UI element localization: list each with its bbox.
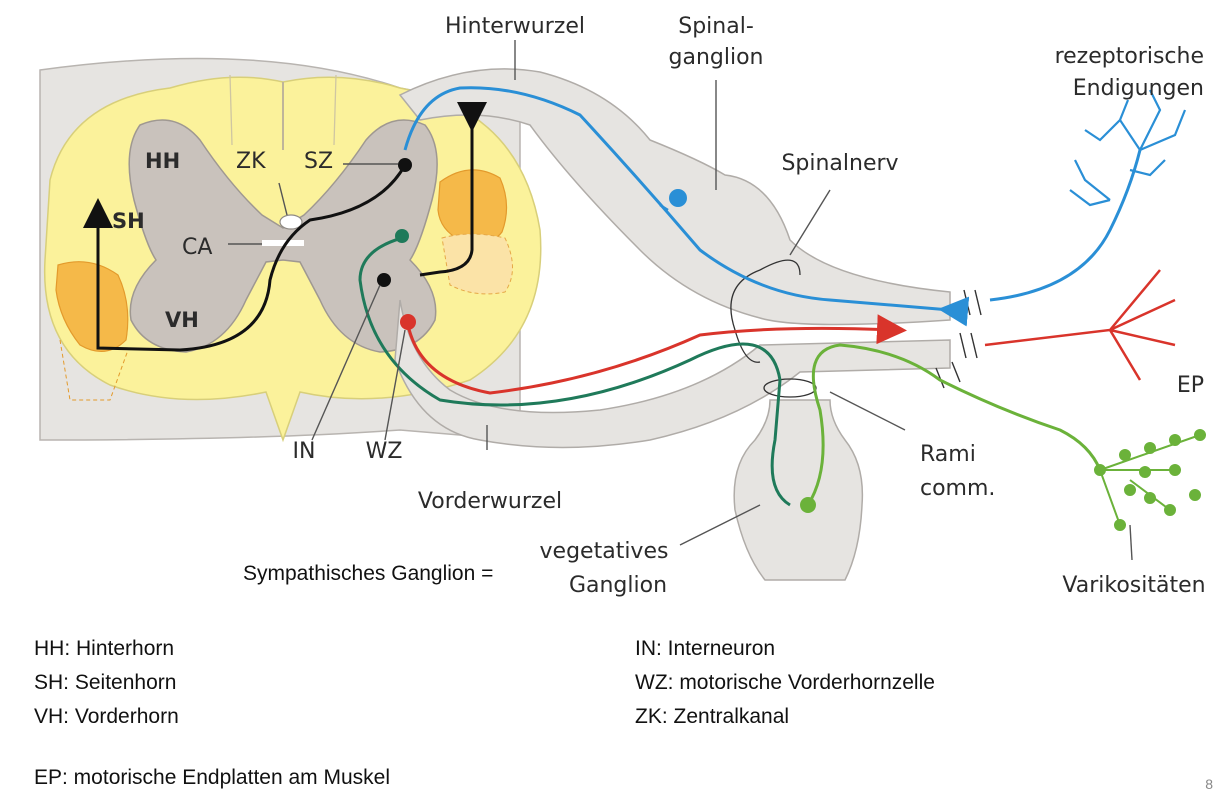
label-wz: WZ — [366, 439, 403, 464]
legend-right-item: ZK: Zentralkanal — [635, 705, 790, 728]
receptor-endings — [1069, 89, 1187, 207]
spinal-reflex-diagram: Hinterwurzel Spinal- ganglion rezeptoris… — [39, 14, 1206, 598]
grey-matter — [128, 119, 438, 353]
black-ascending — [83, 164, 407, 352]
legend-right-item: IN: Interneuron — [635, 637, 776, 660]
label-rezeptorische-1: rezeptorische — [1055, 44, 1204, 69]
preganglionic-pathway — [358, 236, 791, 507]
sensory-pathway — [403, 86, 970, 327]
label-hinterwurzel: Hinterwurzel — [445, 14, 585, 39]
motor-peripheral — [984, 269, 1176, 381]
label-vegetatives-2: Ganglion — [569, 573, 667, 598]
motor-pathway — [406, 314, 907, 395]
label-hh: HH — [145, 149, 180, 173]
label-in: IN — [293, 439, 316, 464]
postganglionic-pathway — [806, 343, 1102, 506]
label-ep: EP — [1177, 373, 1204, 398]
sympathisches-ganglion-label: Sympathisches Ganglion = — [243, 562, 494, 585]
label-spinalnerv: Spinalnerv — [781, 151, 898, 176]
label-vegetatives-1: vegetatives — [540, 539, 669, 564]
label-sh: SH — [112, 209, 145, 233]
postganglionic-cell — [800, 497, 816, 513]
sensory-peripheral — [989, 149, 1142, 302]
wz-neuron — [400, 314, 416, 330]
label-vh: VH — [165, 308, 199, 332]
label-rezeptorische-2: Endigungen — [1073, 76, 1204, 101]
legend-left-item: SH: Seitenhorn — [34, 671, 177, 694]
varicosities — [1094, 429, 1206, 531]
label-varikositaeten: Varikositäten — [1062, 573, 1205, 598]
legend-left-item: HH: Hinterhorn — [34, 637, 175, 660]
ganglion-cell-body — [669, 189, 687, 207]
lateral-horn-neuron — [395, 229, 409, 243]
ventral-root — [394, 299, 951, 449]
label-sz: SZ — [304, 149, 333, 174]
legend-left-item: VH: Vorderhorn — [34, 705, 179, 728]
label-zk: ZK — [236, 149, 266, 174]
black-pathway — [419, 102, 487, 277]
label-vorderwurzel: Vorderwurzel — [418, 489, 562, 514]
sz-neuron — [398, 158, 412, 172]
sympathetic-ganglion — [733, 399, 864, 581]
rami-comm-ring — [763, 378, 817, 398]
label-spinalganglion-2: ganglion — [669, 45, 764, 70]
label-ca: CA — [182, 235, 212, 260]
legend-right: IN: Interneuron WZ: motorische Vorderhor… — [635, 632, 935, 734]
page-number: 8 — [1205, 776, 1213, 792]
footnote-ep: EP: motorische Endplatten am Muskel — [34, 766, 390, 789]
leader-lines — [228, 40, 1133, 561]
legend-right-item: WZ: motorische Vorderhornzelle — [635, 671, 935, 694]
label-rami-1: Rami — [920, 442, 976, 467]
label-rami-2: comm. — [920, 476, 995, 501]
ganglion-stalk — [659, 203, 669, 212]
orange-tissue — [55, 169, 513, 401]
interneuron-dot — [377, 273, 391, 287]
legend-left: HH: Hinterhorn SH: Seitenhorn VH: Vorder… — [34, 632, 179, 734]
label-spinalganglion-1: Spinal- — [678, 14, 754, 39]
spinal-nerve-loop — [730, 259, 801, 363]
